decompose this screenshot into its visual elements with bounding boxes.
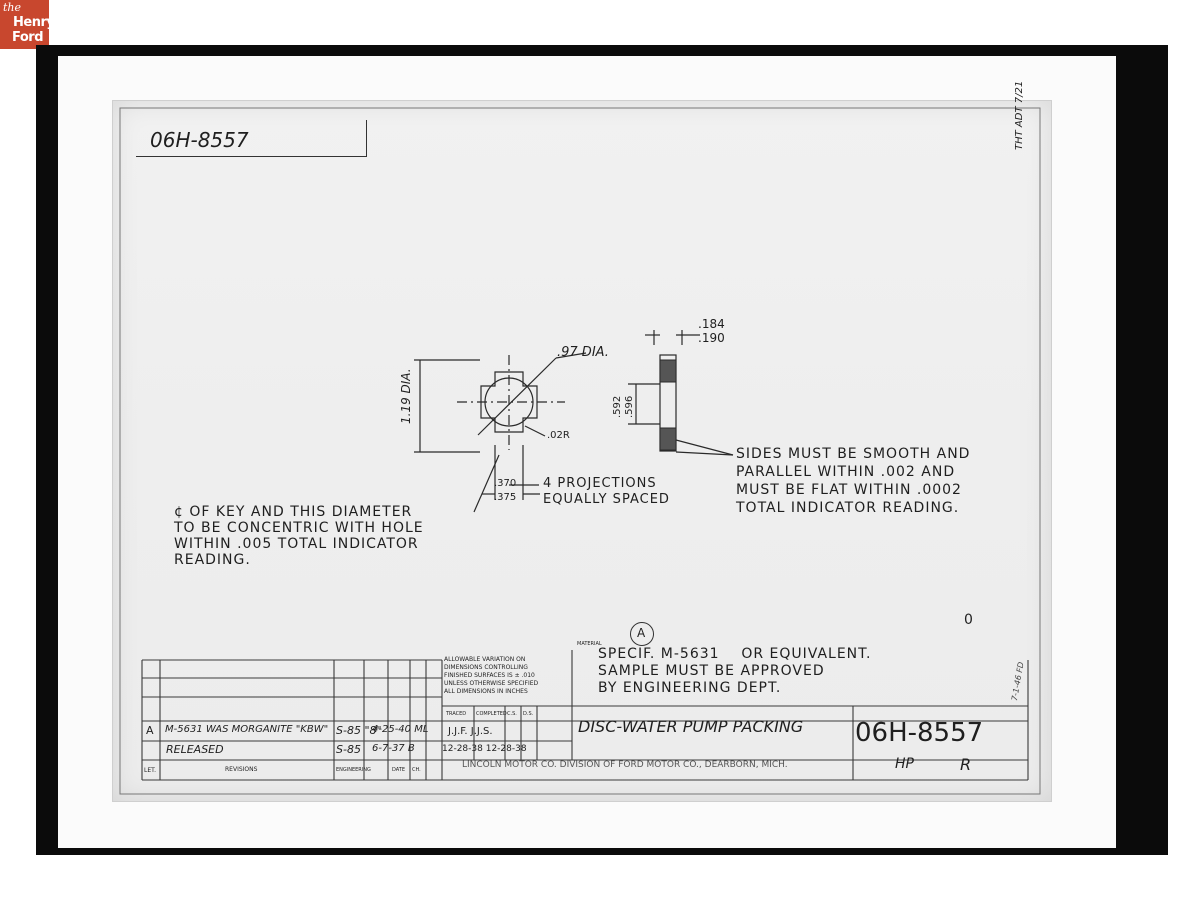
dim-thick-190: .190 bbox=[698, 331, 725, 345]
col-cs: C.S. bbox=[507, 711, 517, 717]
dim-119-dia: 1.19 DIA. bbox=[399, 368, 413, 424]
title-part-number: 06H-8557 bbox=[855, 718, 984, 748]
logo-henry: Henry bbox=[13, 15, 49, 30]
col-let: LET. bbox=[144, 767, 156, 774]
drawing-title: DISC-WATER PUMP PACKING bbox=[578, 717, 804, 736]
col-ch: CH. bbox=[412, 767, 421, 773]
dim-inner-592: .592 bbox=[612, 395, 623, 418]
material-label: MATERIAL bbox=[577, 641, 602, 647]
company-line: LINCOLN MOTOR CO. DIVISION OF FORD MOTOR… bbox=[462, 760, 788, 770]
dim-inner-596: .596 bbox=[624, 395, 635, 418]
note-sides: SIDES MUST BE SMOOTH AND PARALLEL WITHIN… bbox=[736, 446, 971, 516]
revision-text: RELEASED bbox=[166, 743, 224, 756]
dim-97-dia: .97 DIA. bbox=[557, 345, 609, 360]
zero-mark: 0 bbox=[964, 612, 973, 628]
revision-date: 6-7-37 B bbox=[372, 743, 415, 754]
title-r: R bbox=[960, 755, 972, 774]
title-hp: HP bbox=[895, 756, 914, 772]
note-concentric: ¢ OF KEY AND THIS DIAMETER TO BE CONCENT… bbox=[174, 504, 424, 568]
allowable-variation: ALLOWABLE VARIATION ON DIMENSIONS CONTRO… bbox=[444, 656, 539, 695]
margin-ink: THT ADT 7/21 bbox=[1014, 80, 1025, 150]
dim-width-370: .370 bbox=[494, 478, 517, 489]
revision-change-no: S-85 "8" bbox=[336, 724, 382, 737]
col-completed: COMPLETED bbox=[476, 711, 507, 717]
col-revisions: REVISIONS bbox=[225, 766, 258, 773]
drawing-sheet bbox=[112, 100, 1052, 802]
revision-date: 4-25-40 ML bbox=[372, 724, 429, 735]
revision-initials: 12-28-38 12-28-38 bbox=[442, 744, 527, 754]
part-number-top: 06H-8557 bbox=[150, 128, 249, 152]
dim-thick-184: .184 bbox=[698, 317, 725, 331]
material-spec: SPECIF. M-5631 OR EQUIVALENT. SAMPLE MUS… bbox=[598, 646, 872, 696]
henry-ford-logo: the Henry Ford bbox=[0, 0, 49, 49]
note-projections: 4 PROJECTIONS EQUALLY SPACED bbox=[543, 476, 670, 507]
col-ds: D.S. bbox=[523, 711, 534, 717]
revision-text: M-5631 WAS MORGANITE "KBW" bbox=[165, 724, 329, 735]
logo-ford: Ford bbox=[12, 30, 44, 45]
col-traced: TRACED bbox=[446, 711, 467, 717]
col-date: DATE bbox=[392, 767, 406, 773]
revision-initials: J.J.F. J.J.S. bbox=[448, 726, 493, 737]
part-number-box bbox=[136, 120, 367, 157]
logo-the: the bbox=[3, 1, 22, 14]
revision-circle-letter: A bbox=[637, 626, 646, 640]
dim-width-375: .375 bbox=[494, 492, 517, 503]
dim-radius: .02R bbox=[547, 430, 570, 441]
revision-change-no: S-85 bbox=[336, 743, 361, 756]
col-engineering: ENGINEERING bbox=[336, 767, 371, 773]
revision-circle bbox=[630, 622, 654, 646]
revision-letter: A bbox=[146, 724, 154, 737]
